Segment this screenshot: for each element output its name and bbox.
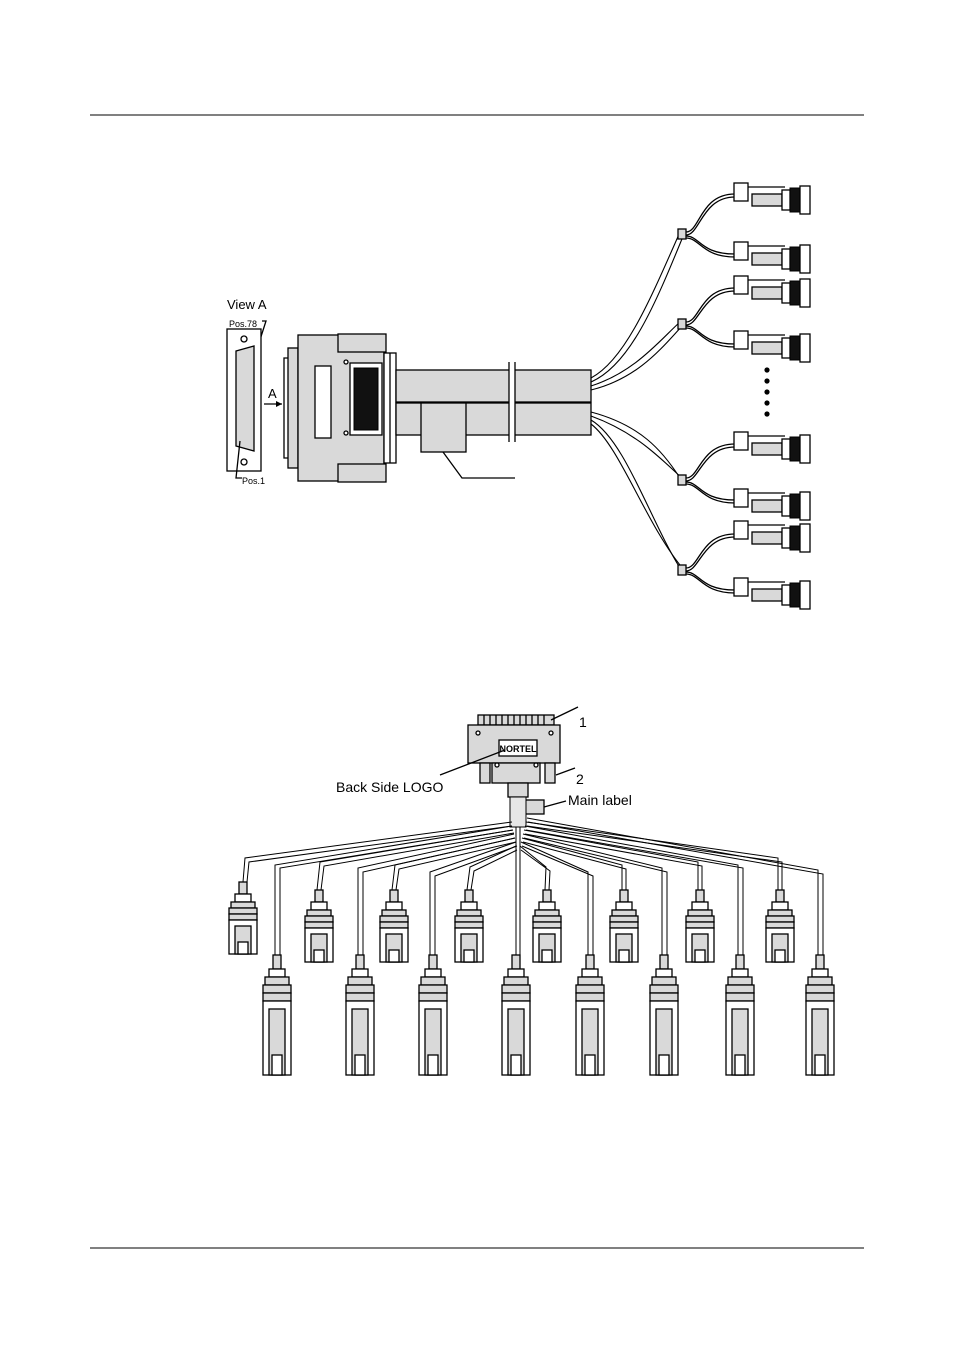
arrow-a-icon: [276, 401, 282, 407]
rj45-plug: [229, 882, 257, 954]
bnc-group-1: [678, 183, 810, 273]
rj45-plug: [726, 955, 754, 1075]
nortel-logo-text: NORTEL: [500, 744, 538, 754]
cable-label: [421, 403, 466, 452]
cable-bundle: [510, 797, 526, 827]
bnc-connector: [734, 183, 810, 214]
bnc-connector: [734, 276, 810, 307]
pos-78-label: Pos.78: [229, 319, 257, 329]
bnc-connector: [734, 432, 810, 463]
rj45-plug: [455, 890, 483, 962]
bnc-connector: [734, 242, 810, 273]
view-a-connector-face: [227, 329, 261, 471]
rj45-plug: [610, 890, 638, 962]
rj45-plug: [806, 955, 834, 1075]
arrow-a-label: A: [268, 386, 277, 401]
view-a-label: View A: [227, 297, 267, 312]
rj45-plug: [263, 955, 291, 1075]
rj45-upper-row: [229, 882, 794, 962]
callout-1: 1: [579, 714, 587, 730]
rj45-lower-row: [263, 955, 834, 1075]
bnc-group-3: [678, 432, 810, 520]
bnc-connector: [734, 578, 810, 609]
rj45-plug: [686, 890, 714, 962]
rj45-plug: [533, 890, 561, 962]
figure-2-rj45-cable: NORTEL 1 2 Back Side LOGO Main label: [229, 707, 834, 1075]
rj45-plug: [380, 890, 408, 962]
bnc-connector: [734, 489, 810, 520]
rj45-plug: [346, 955, 374, 1075]
bnc-group-4: [678, 521, 810, 609]
top-connector: NORTEL: [468, 715, 560, 797]
rj45-plug: [419, 955, 447, 1075]
back-side-logo-label: Back Side LOGO: [336, 779, 443, 795]
rj45-plug: [766, 890, 794, 962]
callout-2: 2: [576, 771, 584, 787]
bnc-connector: [734, 521, 810, 552]
rj45-plug: [305, 890, 333, 962]
main-label: Main label: [568, 792, 632, 808]
figure-1-bnc-cable: View A Pos.78 Pos.1 A: [227, 183, 810, 609]
rj45-plug: [650, 955, 678, 1075]
rj45-plug: [576, 955, 604, 1075]
pos-1-label: Pos.1: [242, 476, 265, 486]
ellipsis-dots: [764, 367, 769, 416]
trunk-cables: [396, 362, 591, 478]
fanout-wires: [591, 232, 684, 570]
bnc-connector: [734, 331, 810, 362]
main-connector-side: [284, 334, 396, 482]
bnc-group-2: [678, 276, 810, 362]
rj45-plug: [502, 955, 530, 1075]
